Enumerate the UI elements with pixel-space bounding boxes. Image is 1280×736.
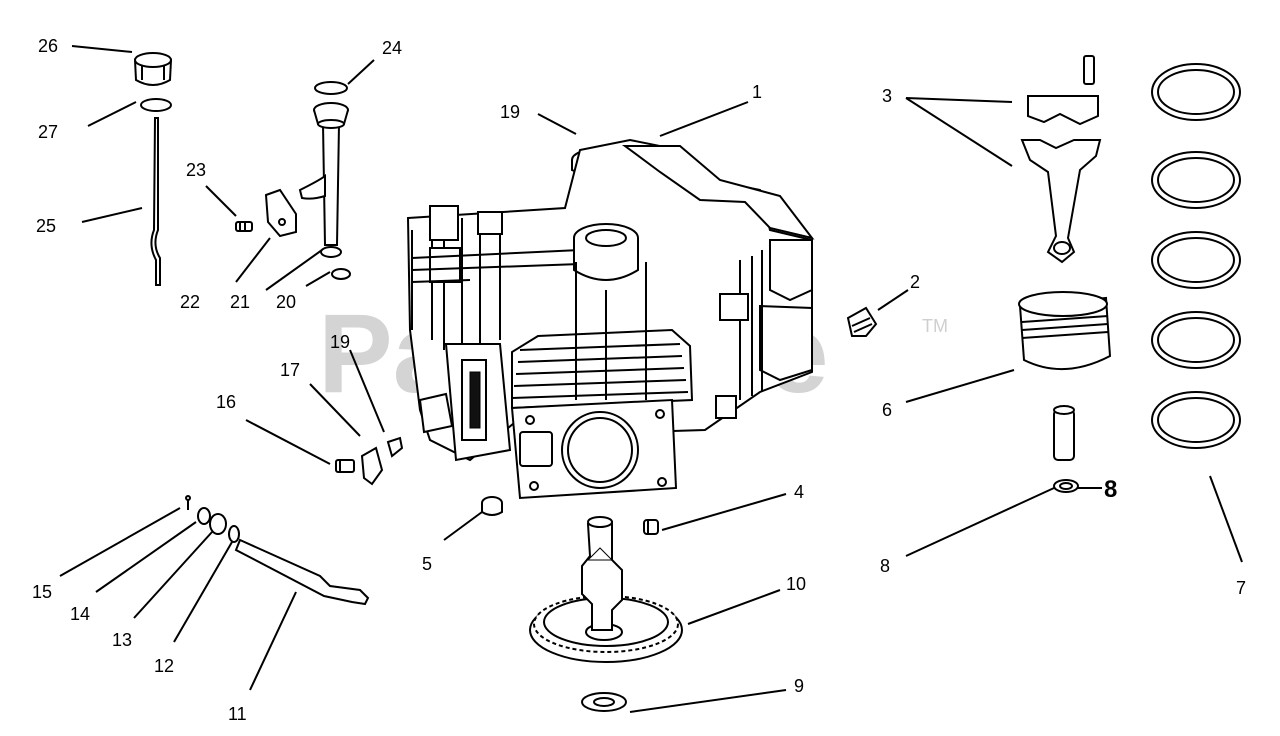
part-dipstick-tube[interactable] (298, 102, 349, 258)
callout-8-bold: 8 (1104, 476, 1117, 503)
callout-14: 14 (70, 604, 90, 624)
callout-21: 21 (230, 292, 250, 312)
part-tube-bracket[interactable] (264, 188, 297, 238)
part-pin-retainer[interactable] (1053, 479, 1079, 493)
callout-19-top: 19 (500, 102, 520, 122)
callout-12: 12 (154, 656, 174, 676)
callout-labels: 26 27 25 23 22 21 20 24 19 1 3 2 6 4 5 8… (32, 36, 1246, 724)
callout-6: 6 (882, 400, 892, 420)
callout-5: 5 (422, 554, 432, 574)
callout-24: 24 (382, 38, 402, 58)
part-piston-rings[interactable] (1151, 63, 1241, 449)
part-cam-washer[interactable] (581, 692, 627, 712)
part-oil-fill-cap[interactable] (133, 52, 173, 86)
callout-8: 8 (880, 556, 890, 576)
callout-16: 16 (216, 392, 236, 412)
part-o-ring-dipstick[interactable] (140, 98, 172, 112)
leader-lines (59, 45, 1243, 713)
callout-27: 27 (38, 122, 58, 142)
callout-3: 3 (882, 86, 892, 106)
part-crankcase[interactable] (406, 138, 815, 500)
callout-19-left: 19 (330, 332, 350, 352)
callout-25: 25 (36, 216, 56, 236)
part-o-ring-tube-top[interactable] (314, 81, 348, 95)
part-washer-small[interactable] (197, 507, 211, 525)
callout-1: 1 (752, 82, 762, 102)
callout-17: 17 (280, 360, 300, 380)
part-seal-small[interactable] (228, 525, 240, 543)
callout-22: 22 (180, 292, 200, 312)
part-clip[interactable] (386, 436, 404, 458)
callout-10: 10 (786, 574, 806, 594)
part-piston-pin[interactable] (1053, 405, 1075, 461)
callout-2: 2 (910, 272, 920, 292)
callout-20: 20 (276, 292, 296, 312)
part-governor-shaft[interactable] (234, 538, 370, 606)
callout-23: 23 (186, 160, 206, 180)
callout-11: 11 (228, 704, 247, 724)
callout-26: 26 (38, 36, 58, 56)
part-bracket-screw[interactable] (235, 221, 253, 232)
callout-4: 4 (794, 482, 804, 502)
part-breather-fitting[interactable] (846, 306, 878, 337)
part-pin-small[interactable] (185, 495, 191, 510)
watermark-trademark: TM (922, 316, 948, 336)
part-piston[interactable] (1018, 291, 1112, 370)
part-dipstick[interactable] (150, 117, 161, 286)
part-bushing[interactable] (209, 513, 227, 535)
part-o-ring-tube-bottom[interactable] (331, 268, 351, 280)
callout-9: 9 (794, 676, 804, 696)
callout-13: 13 (112, 630, 132, 650)
part-plug-small[interactable] (643, 519, 659, 535)
callout-7: 7 (1236, 578, 1246, 598)
part-cap-small[interactable] (481, 496, 503, 516)
part-connecting-rod[interactable] (1020, 55, 1102, 264)
part-camshaft-gear[interactable] (529, 516, 683, 663)
callout-15: 15 (32, 582, 52, 602)
part-governor-screw[interactable] (335, 459, 355, 473)
part-governor-lever[interactable] (360, 446, 384, 486)
